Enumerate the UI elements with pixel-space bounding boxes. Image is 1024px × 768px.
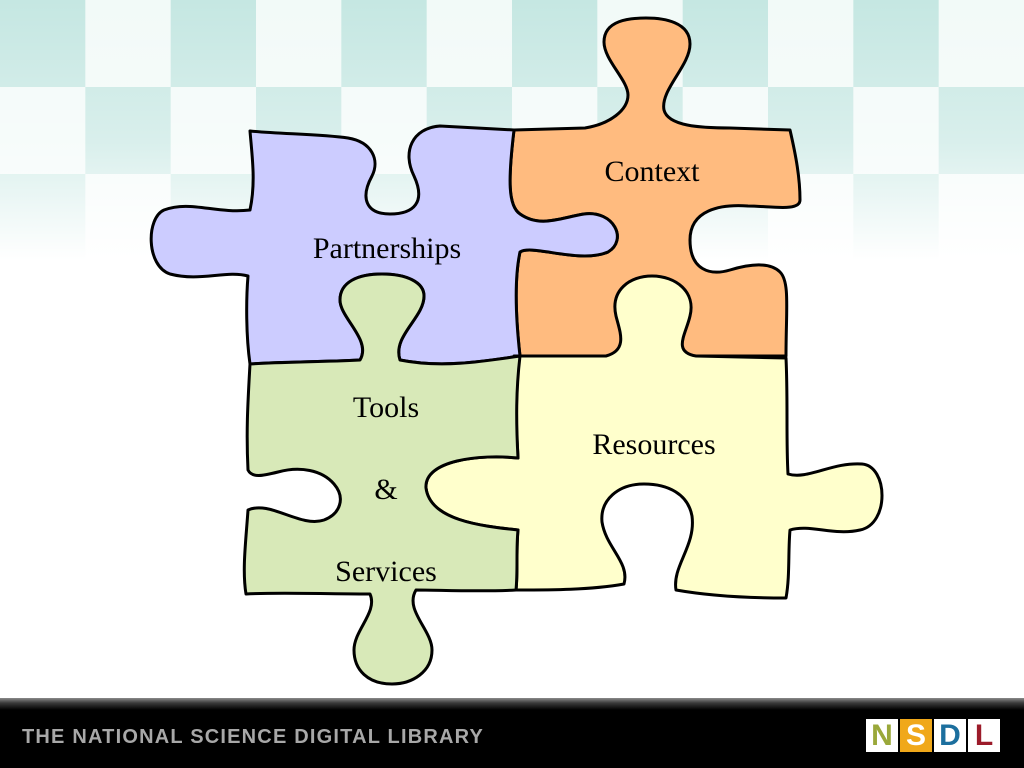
piece-label-ampersand: &: [374, 473, 397, 506]
puzzle-piece-partnerships: Partnerships: [149, 124, 619, 366]
nsdl-logo: N S D L: [866, 719, 1000, 752]
piece-label-context: Context: [605, 155, 701, 188]
piece-label-services: Services: [335, 555, 437, 588]
logo-letter-s: S: [900, 719, 932, 752]
footer-title: THE NATIONAL SCIENCE DIGITAL LIBRARY: [22, 726, 485, 748]
logo-letter-n: N: [866, 719, 898, 752]
puzzle-piece-tools-services: Tools & Services: [242, 272, 522, 686]
footer-bar: [0, 698, 1024, 768]
puzzle-piece-resources: Resources: [424, 274, 884, 600]
piece-label-partnerships: Partnerships: [313, 232, 461, 265]
logo-letter-d: D: [934, 719, 966, 752]
piece-label-resources: Resources: [592, 428, 715, 461]
logo-letter-l: L: [968, 719, 1000, 752]
piece-label-tools: Tools: [353, 391, 419, 424]
puzzle-piece-tools-services-shape: [242, 272, 522, 686]
